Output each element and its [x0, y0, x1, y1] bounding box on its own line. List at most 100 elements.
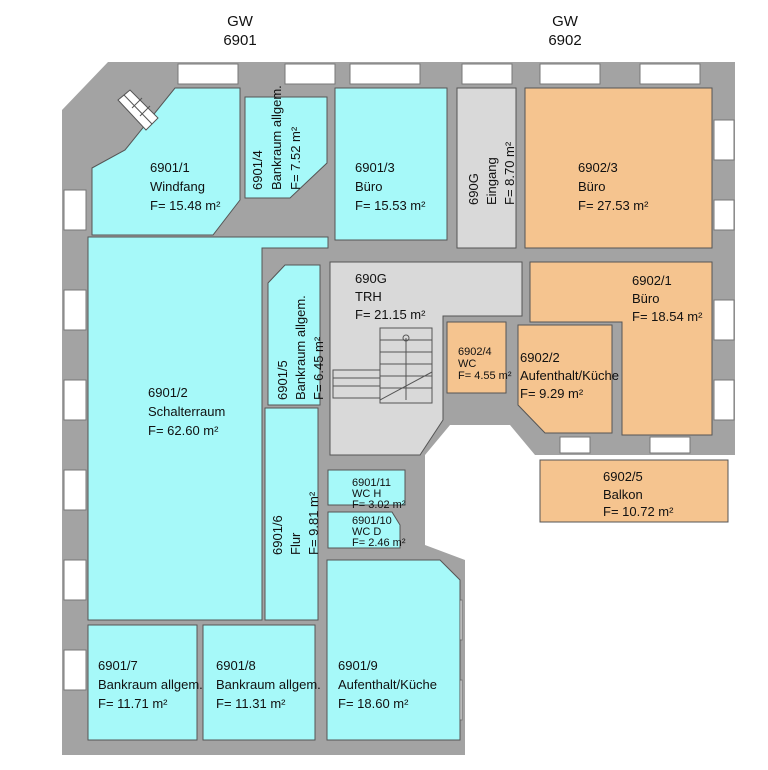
room-name: Balkon [603, 487, 643, 502]
room-area: F= 3.02 m² [352, 499, 406, 511]
window [284, 63, 336, 85]
room-id: 6901/10 [352, 515, 392, 527]
room-6902-5 [539, 459, 729, 523]
room-6902-4 [446, 321, 507, 394]
header-number: 6901 [223, 32, 256, 49]
room-id: 690G [466, 173, 481, 205]
room-name: Büro [578, 179, 605, 194]
room-area: F= 62.60 m² [148, 423, 219, 438]
room-label-6901-3: 6901/3 Büro F= 15.53 m² [355, 160, 426, 213]
room-label-6901-7: 6901/7 Bankraum allgem. F= 11.71 m² [98, 658, 203, 711]
room-area: F= 11.31 m² [216, 696, 286, 711]
room-690g [456, 87, 517, 249]
room-6901-11 [327, 469, 406, 506]
room-area: F= 7.52 m² [288, 126, 303, 190]
room-area: F= 27.53 m² [578, 198, 649, 213]
room-label-6901-4: 6901/4 Bankraum allgem. F= 7.52 m² [250, 85, 303, 190]
room-label-6902-4: 6902/4 WC F= 4.55 m² [458, 346, 512, 382]
room-id: 6902/5 [603, 469, 643, 484]
room-area: F= 9.81 m² [306, 491, 321, 555]
room-name: TRH [355, 289, 382, 304]
room-label-6901-10: 6901/10 WC D F= 2.46 m² [352, 515, 406, 549]
room-id: 6902/2 [520, 350, 560, 365]
room-name: WC H [352, 488, 381, 500]
room-area: F= 11.71 m² [98, 696, 168, 711]
room-name: Bankraum allgem. [98, 677, 203, 692]
rooms [87, 87, 729, 741]
room-area: F= 9.29 m² [520, 386, 584, 401]
room-name: Bankraum allgem. [293, 295, 308, 400]
window [349, 63, 421, 85]
entry-stairs [117, 89, 159, 131]
room-name: Schalterraum [148, 404, 225, 419]
room-area: F= 2.46 m² [352, 537, 406, 549]
window [649, 436, 691, 454]
window [63, 379, 87, 421]
room-id: 6901/6 [270, 515, 285, 555]
staircase [332, 327, 433, 404]
window [713, 379, 735, 421]
window [177, 63, 239, 85]
header-gw-6901: GW 6901 [223, 13, 256, 49]
header-label: GW [552, 13, 579, 30]
room-label-690g-eingang: 690G Eingang F= 8.70 m² [466, 141, 517, 205]
room-id: 6902/4 [458, 346, 492, 358]
room-area: F= 4.55 m² [458, 370, 512, 382]
room-area: F= 18.54 m² [632, 309, 703, 324]
room-id: 6902/1 [632, 273, 672, 288]
window [63, 649, 87, 691]
room-name: Bankraum allgem. [269, 85, 284, 190]
room-6901-8 [202, 624, 316, 741]
window [639, 63, 701, 85]
room-6901-9 [326, 559, 461, 741]
window [63, 289, 87, 331]
room-label-6901-5: 6901/5 Bankraum allgem. F= 6.45 m² [275, 295, 326, 400]
room-label-6901-9: 6901/9 Aufenthalt/Küche F= 18.60 m² [338, 658, 437, 711]
room-area: F= 18.60 m² [338, 696, 409, 711]
room-6902-1 [529, 261, 713, 436]
room-id: 6901/1 [150, 160, 190, 175]
room-id: 6901/8 [216, 658, 256, 673]
window [713, 199, 735, 231]
window [63, 189, 87, 231]
room-label-6902-5: 6902/5 Balkon F= 10.72 m² [603, 469, 674, 519]
header-number: 6902 [548, 32, 581, 49]
room-id: 6901/11 [352, 477, 391, 489]
room-labels: 6901/1 Windfang F= 15.48 m² 6901/4 Bankr… [98, 85, 703, 711]
room-name: WC D [352, 526, 381, 538]
room-id: 6902/3 [578, 160, 618, 175]
window [713, 119, 735, 161]
room-name: Eingang [484, 157, 499, 205]
room-id: 6901/7 [98, 658, 138, 673]
room-name: Aufenthalt/Küche [338, 677, 437, 692]
room-id: 6901/9 [338, 658, 378, 673]
room-6901-10 [327, 511, 401, 549]
room-6902-3 [524, 87, 713, 249]
header-gw-6902: GW 6902 [548, 13, 581, 49]
room-label-6901-2: 6901/2 Schalterraum F= 62.60 m² [148, 385, 225, 438]
room-area: F= 6.45 m² [311, 336, 326, 400]
room-6901-6 [264, 407, 319, 621]
window [461, 63, 513, 85]
room-label-6901-1: 6901/1 Windfang F= 15.48 m² [150, 160, 221, 213]
window [63, 559, 87, 601]
room-6901-3 [334, 87, 448, 241]
room-id: 6901/5 [275, 360, 290, 400]
room-name: Flur [288, 532, 303, 555]
room-name: Windfang [150, 179, 205, 194]
room-area: F= 8.70 m² [502, 141, 517, 205]
room-6901-4 [244, 96, 328, 199]
room-label-6901-6: 6901/6 Flur F= 9.81 m² [270, 491, 321, 555]
window [539, 63, 601, 85]
window [713, 299, 735, 341]
room-name: WC [458, 358, 476, 370]
header-label: GW [227, 13, 254, 30]
room-id: 6901/3 [355, 160, 395, 175]
room-id: 6901/4 [250, 150, 265, 190]
room-label-6901-8: 6901/8 Bankraum allgem. F= 11.31 m² [216, 658, 321, 711]
room-6902-2 [517, 324, 613, 434]
room-6901-7 [87, 624, 198, 741]
room-area: F= 15.53 m² [355, 198, 426, 213]
room-area: F= 15.48 m² [150, 198, 221, 213]
